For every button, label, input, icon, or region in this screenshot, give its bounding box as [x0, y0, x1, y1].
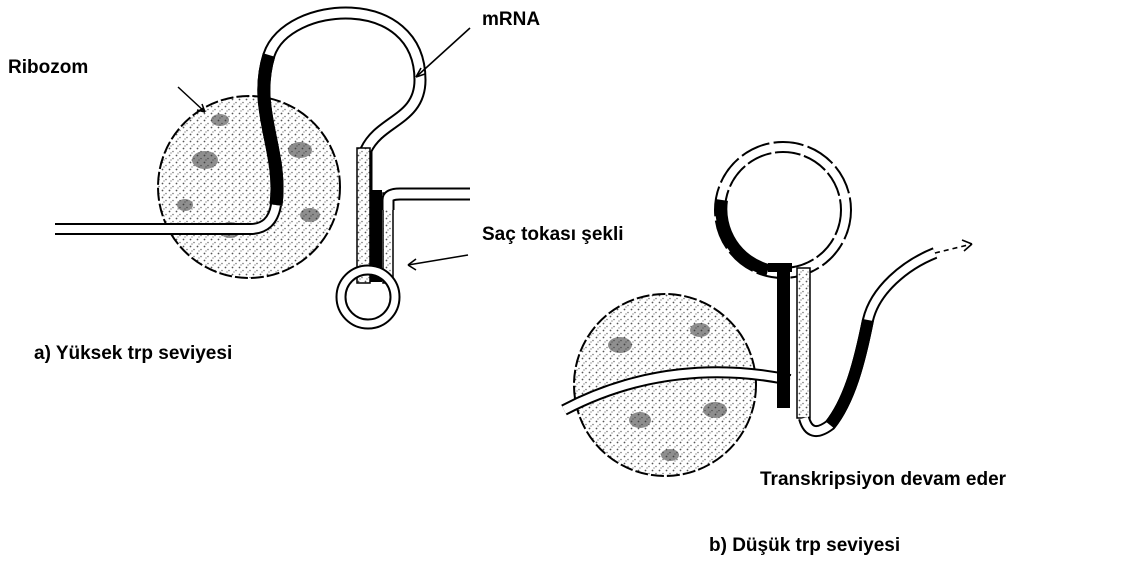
- ribosome-label: Ribozom: [8, 58, 88, 77]
- mrna-loop-b: [720, 147, 846, 273]
- transcription-continues-label: Transkripsiyon devam eder: [760, 470, 1006, 489]
- hairpin-pointer-arrow: [408, 255, 468, 265]
- hairpin-stem-b: [768, 263, 810, 418]
- mrna-label: mRNA: [482, 10, 540, 29]
- panel-a-high-trp: [55, 13, 470, 324]
- caption-high-trp: a) Yüksek trp seviyesi: [34, 344, 232, 363]
- hairpin-label: Saç tokası şekli: [482, 225, 624, 244]
- ribosome-a: [158, 96, 340, 278]
- panel-b-low-trp: [564, 147, 972, 476]
- ribosome-pointer-arrow: [178, 87, 205, 112]
- outgoing-strand-a: [388, 194, 470, 210]
- ribosome-b: [574, 294, 756, 476]
- hairpin-stem-a: [357, 148, 393, 283]
- caption-low-trp: b) Düşük trp seviyesi: [709, 536, 900, 555]
- mrna-pointer-arrow: [416, 28, 470, 77]
- outgoing-strand-b: [804, 253, 935, 431]
